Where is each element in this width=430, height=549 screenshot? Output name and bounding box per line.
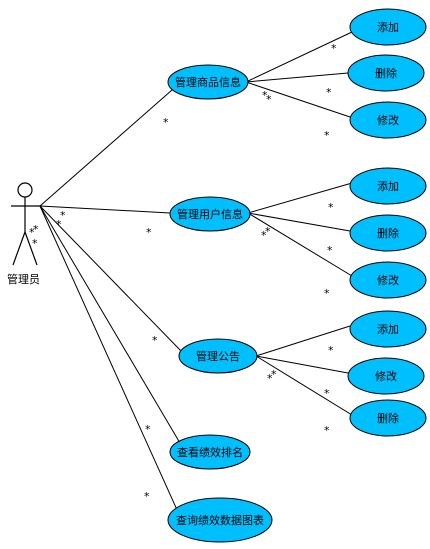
uc-manage-users[interactable]: 管理用户信息 (169, 196, 251, 232)
uc-goods-delete[interactable]: 删除 (347, 54, 425, 92)
assoc-view-ranking (39, 205, 181, 444)
mult-users-delete: * (327, 244, 333, 257)
sub-associations (245, 31, 353, 416)
actor-head (17, 182, 33, 198)
assoc-users-edit (247, 212, 353, 277)
assoc-users-delete (247, 212, 351, 232)
mult-notice-delete: * (324, 424, 330, 437)
assoc-goods-delete (245, 72, 349, 83)
uc-manage-notice-label: 管理公告 (196, 349, 240, 363)
assoc-goods-edit (245, 81, 351, 118)
uc-users-delete[interactable]: 删除 (349, 214, 427, 252)
actor-right-leg (24, 231, 38, 266)
multiplicity-markers: * * * * * * * * * * * * * * * * * * * * … (29, 42, 337, 503)
uc-users-delete-label: 删除 (377, 226, 399, 240)
uc-goods-delete-label: 删除 (375, 66, 397, 80)
assoc-manage-users (39, 205, 171, 214)
uc-view-ranking[interactable]: 查看绩效排名 (169, 434, 251, 470)
assoc-query-chart (39, 205, 179, 513)
mult-goods-1: * (262, 89, 268, 102)
assoc-users-add (247, 182, 353, 214)
assoc-notice-add (255, 325, 351, 357)
uc-notice-delete[interactable]: 删除 (349, 399, 427, 437)
actor-label: 管理员 (7, 272, 40, 286)
mult-users-1: * (261, 229, 267, 242)
mult-goods-add: * (331, 42, 337, 55)
uc-goods-edit-label: 修改 (377, 113, 399, 127)
uc-notice-edit[interactable]: 修改 (347, 357, 425, 395)
assoc-notice-edit (255, 355, 349, 374)
uc-users-add[interactable]: 添加 (349, 167, 427, 205)
assoc-notice-delete (255, 355, 353, 416)
mult-notice-add: * (328, 344, 334, 357)
mult-actor-1: * (29, 226, 35, 239)
mult-actor-2: * (33, 223, 39, 236)
uc-users-edit-label: 修改 (377, 273, 399, 287)
uc-goods-add-label: 添加 (377, 20, 399, 34)
uc-notice-delete-label: 删除 (377, 411, 399, 425)
actor-figure (11, 182, 40, 266)
mult-users-2: * (265, 225, 271, 238)
mult-chart-actor: * (144, 490, 150, 503)
uc-goods-edit[interactable]: 修改 (349, 101, 427, 139)
mult-actor-3: * (32, 237, 38, 250)
mult-goods-2: * (266, 93, 272, 106)
mult-users-add: * (328, 201, 334, 214)
mult-ranking-actor: * (145, 423, 151, 436)
uc-users-edit[interactable]: 修改 (349, 261, 427, 299)
uc-notice-add[interactable]: 添加 (349, 310, 427, 348)
mult-notice-edit: * (324, 387, 330, 400)
assoc-goods-add (245, 31, 353, 83)
mult-notice-1: * (267, 372, 273, 385)
uc-view-ranking-label: 查看绩效排名 (177, 445, 243, 459)
uc-manage-notice[interactable]: 管理公告 (178, 338, 258, 374)
uc-manage-goods[interactable]: 管理商品信息 (167, 64, 249, 100)
mult-users-actor: * (146, 226, 152, 239)
uc-notice-edit-label: 修改 (375, 369, 397, 383)
mult-notice-2: * (271, 368, 277, 381)
uc-query-chart-label: 查询绩效数据图表 (176, 513, 264, 527)
mult-goods-actor: * (163, 116, 169, 129)
mult-actor-users: * (60, 209, 66, 222)
assoc-manage-goods (39, 89, 173, 207)
mult-actor-notice: * (56, 218, 62, 231)
uc-manage-goods-label: 管理商品信息 (175, 75, 241, 89)
actor-left-leg (12, 231, 26, 266)
mult-users-edit: * (324, 287, 330, 300)
uc-manage-users-label: 管理用户信息 (177, 207, 243, 221)
actor-associations (39, 89, 183, 513)
mult-notice-actor: * (152, 334, 158, 347)
uc-goods-add[interactable]: 添加 (349, 8, 427, 46)
mult-goods-delete: * (326, 86, 332, 99)
uc-users-add-label: 添加 (377, 179, 399, 193)
uc-notice-add-label: 添加 (377, 322, 399, 336)
mult-goods-edit: * (324, 129, 330, 142)
uc-query-chart[interactable]: 查询绩效数据图表 (167, 497, 273, 543)
assoc-manage-notice (39, 205, 183, 353)
